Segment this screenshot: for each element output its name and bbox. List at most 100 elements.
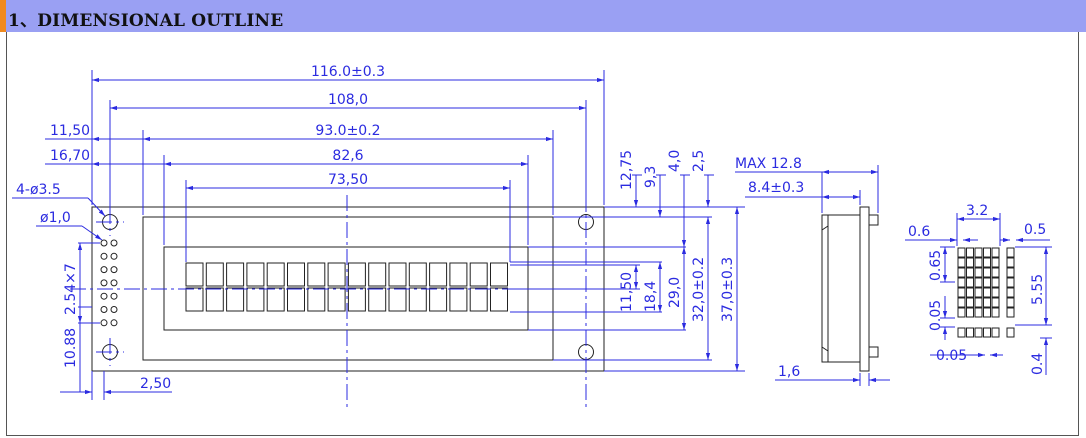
dot-cell bbox=[1006, 257, 1015, 268]
header-accent-bar bbox=[0, 0, 6, 32]
label-pin-hole: ø1,0 bbox=[40, 210, 71, 226]
label-mount-holes: 4-ø3.5 bbox=[16, 182, 61, 198]
dot-cell bbox=[991, 277, 1000, 288]
character-cell bbox=[449, 262, 468, 287]
dot-cell bbox=[983, 297, 991, 308]
dim-dot-gap: 0.05 bbox=[928, 300, 944, 331]
character-cell bbox=[307, 262, 326, 287]
dot-cell bbox=[1006, 277, 1015, 288]
character-cell bbox=[408, 262, 427, 287]
dim-dot-height: 0.65 bbox=[928, 250, 944, 281]
dim-pcb-thickness: 1,6 bbox=[778, 364, 800, 380]
dim-char-height: 5.55 bbox=[1030, 274, 1046, 305]
character-cell bbox=[226, 287, 245, 312]
character-cell bbox=[226, 262, 245, 287]
character-cell bbox=[266, 287, 285, 312]
cursor-cell bbox=[957, 327, 966, 338]
dim-4-0: 4,0 bbox=[667, 150, 683, 172]
dim-left-11-50: 11,50 bbox=[50, 123, 90, 139]
dot-cell bbox=[974, 297, 983, 308]
connector-pin bbox=[100, 319, 108, 327]
connector-pin bbox=[110, 279, 118, 287]
section-title: 1、DIMENSIONAL OUTLINE bbox=[8, 11, 284, 31]
dot-cell bbox=[1006, 297, 1015, 308]
character-cell bbox=[408, 287, 427, 312]
character-cells bbox=[185, 262, 508, 312]
dim-18-4: 18,4 bbox=[643, 281, 659, 312]
section-header: 1、DIMENSIONAL OUTLINE bbox=[0, 0, 1086, 32]
character-cell bbox=[490, 262, 508, 287]
dim-2-5: 2,5 bbox=[691, 150, 707, 172]
character-cell bbox=[287, 287, 305, 312]
dim-viewing-width: 82,6 bbox=[332, 148, 363, 164]
dim-pin-pitch: 2.54×7 bbox=[63, 263, 79, 315]
connector-pin bbox=[100, 252, 108, 260]
dot-cell bbox=[991, 257, 1000, 268]
cursor-cell bbox=[966, 327, 974, 338]
dot-cell bbox=[974, 247, 983, 258]
character-cell bbox=[388, 262, 407, 287]
character-cell bbox=[287, 262, 305, 287]
character-cell bbox=[327, 262, 346, 287]
dot-cell bbox=[991, 287, 1000, 298]
character-cell bbox=[266, 262, 285, 287]
dot-cell bbox=[966, 307, 974, 318]
character-cell bbox=[490, 287, 508, 312]
character-cell bbox=[429, 287, 448, 312]
character-cell bbox=[347, 262, 366, 287]
connector-pin bbox=[100, 266, 108, 274]
character-cell bbox=[246, 287, 265, 312]
dot-cell bbox=[966, 287, 974, 298]
connector-pin bbox=[110, 292, 118, 300]
cursor-cell bbox=[991, 327, 1000, 338]
dim-hole-pitch-x: 108,0 bbox=[328, 92, 368, 108]
dim-9-3: 9,3 bbox=[643, 166, 659, 188]
dot-cell bbox=[983, 257, 991, 268]
cursor-cell bbox=[1006, 327, 1015, 338]
dim-dot-width: 0.5 bbox=[1024, 222, 1046, 238]
dot-cell bbox=[966, 247, 974, 258]
dim-overall-width: 116.0±0.3 bbox=[311, 64, 385, 80]
character-cell bbox=[205, 262, 224, 287]
dim-37-0: 37,0±0.3 bbox=[720, 257, 736, 322]
dot-cell bbox=[957, 277, 966, 288]
character-cell bbox=[368, 262, 387, 287]
dot-cell bbox=[991, 267, 1000, 278]
dot-cell bbox=[974, 277, 983, 288]
connector-pin bbox=[100, 279, 108, 287]
cursor-cell bbox=[974, 327, 983, 338]
character-cell bbox=[449, 287, 468, 312]
connector-pin bbox=[110, 252, 118, 260]
cursor-cell bbox=[983, 327, 991, 338]
dot-cell bbox=[991, 247, 1000, 258]
dot-cell bbox=[974, 257, 983, 268]
dim-active-width: 73,50 bbox=[328, 172, 368, 188]
character-cell bbox=[327, 287, 346, 312]
character-cell bbox=[307, 287, 326, 312]
dot-cell bbox=[974, 287, 983, 298]
character-cell bbox=[205, 287, 224, 312]
connector-pin bbox=[110, 319, 118, 327]
dim-12-75: 12,75 bbox=[619, 150, 635, 190]
dot-cell bbox=[974, 267, 983, 278]
dot-cell bbox=[957, 267, 966, 278]
character-cell bbox=[388, 287, 407, 312]
dot-cell bbox=[957, 297, 966, 308]
dim-module-thickness: 8.4±0.3 bbox=[748, 180, 804, 196]
dot-cell bbox=[991, 307, 1000, 318]
character-cell bbox=[368, 287, 387, 312]
dim-11-50-v: 11,50 bbox=[619, 272, 635, 312]
dim-max-thickness: MAX 12.8 bbox=[735, 156, 802, 172]
dim-bottom-2-50: 2,50 bbox=[140, 376, 171, 392]
char-detail bbox=[957, 247, 1015, 338]
connector-pin bbox=[100, 239, 108, 247]
dim-char-gap: 0.6 bbox=[908, 224, 930, 240]
drawing-frame bbox=[6, 32, 1079, 436]
dim-29-0: 29,0 bbox=[667, 277, 683, 308]
connector-pin bbox=[110, 239, 118, 247]
dot-cell bbox=[966, 257, 974, 268]
dot-cell bbox=[991, 297, 1000, 308]
dim-cursor-height: 0.4 bbox=[1030, 353, 1046, 375]
connector-pin bbox=[100, 292, 108, 300]
dot-cell bbox=[1006, 247, 1015, 258]
